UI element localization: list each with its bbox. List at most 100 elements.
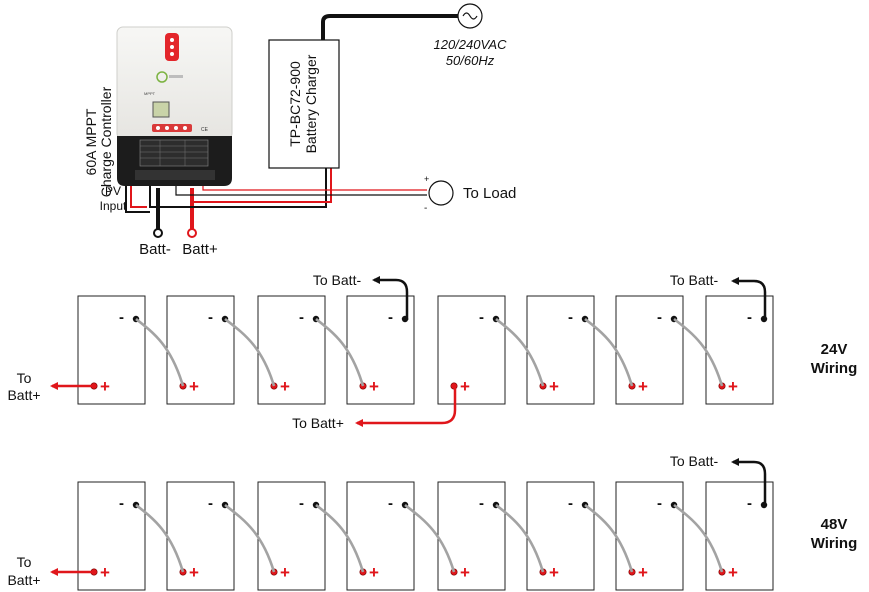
bank-24v-title-line1: 24V [821,341,848,358]
battery-negative-sign: - [208,495,213,512]
battery-case [437,295,506,405]
bank-24v-jumper-cable [673,317,724,387]
battery-case [615,295,684,405]
battery-negative-sign: - [208,309,213,326]
bank-24v-jumpers [135,317,724,387]
battery-negative-sign: - [479,495,484,512]
battery-positive-sign: + [369,563,379,582]
bank-24v-neg-lead-right [731,277,767,319]
load-plus-sign: + [424,174,429,184]
indicator-led [170,38,174,42]
bank-24v-jumper-cable [135,317,185,387]
bank-48v-to-batt-pos-left-line2: Batt+ [7,572,40,588]
battery-positive-sign: + [460,563,470,582]
battery-negative-sign: - [299,309,304,326]
bank-24v-to-batt-neg-left: To Batt- [313,272,362,288]
controller-lcd-screen [152,101,170,118]
ac-source: 120/240VAC 50/60Hz [433,3,507,68]
pv-input-label-line2: Input [100,199,127,213]
battery-negative-sign: - [568,495,573,512]
battery-case [166,295,235,405]
bank-24v-battery: -+ [437,295,506,405]
controller-label: 60A MPPT Charge Controller [83,86,114,197]
bank-24v-pos-lead-middle [355,386,457,427]
battery-positive-sign: + [549,377,559,396]
bank-48v-battery: -+ [166,481,235,591]
bank-24v: -+-+-+-+-+-+-+-+ To Batt- To Batt- To Ba… [7,272,857,431]
bank-24v-to-batt-pos-left-line1: To [17,370,32,386]
bank-48v-jumper-cable [495,503,545,573]
bank-24v-battery: -+ [346,295,415,405]
battery-case [437,481,506,591]
bank-24v-jumper-cable [224,317,276,387]
bank-24v-title-line2: Wiring [811,360,858,377]
battery-case [526,481,595,591]
battery-negative-sign: - [119,309,124,326]
controller-spec-label [139,139,209,167]
bank-24v-battery: -+ [77,295,146,405]
sine-wave-icon [462,12,478,20]
battery-case [257,295,326,405]
battery-positive-sign: + [100,563,110,582]
bank-24v-jumper-cable [495,317,545,387]
controller-button [156,126,160,130]
battery-case [705,481,774,591]
battery-case [346,295,415,405]
bank-48v-jumpers [135,503,724,573]
battery-negative-sign: - [479,309,484,326]
controller-button [183,126,187,130]
bank-24v-batteries: -+-+-+-+-+-+-+-+ [77,295,774,405]
controller-button [165,126,169,130]
load-label: To Load [463,185,516,202]
battery-negative-sign: - [747,309,752,326]
battery-case [705,295,774,405]
controller-label-line2: Charge Controller [98,86,114,197]
bank-24v-neg-lead-left [372,276,409,320]
bank-48v-battery: -+ [705,481,774,591]
charger-label-line1: TP-BC72-900 [287,61,303,147]
ac-cord [321,14,458,40]
indicator-led [170,45,174,49]
bank-48v-to-batt-pos-left-line1: To [17,554,32,570]
charger-label-line2: Battery Charger [303,54,319,153]
controller-label-line1: 60A MPPT [83,108,99,175]
battery-negative-sign: - [388,309,393,326]
battery-charger: TP-BC72-900 Battery Charger [268,14,458,169]
load-minus-sign: - [424,203,427,214]
batt-neg-label: Batt- [139,241,171,258]
bank-24v-to-batt-pos-middle: To Batt+ [292,415,344,431]
bank-24v-battery: -+ [257,295,326,405]
bank-48v-jumper-cable [404,503,456,573]
bank-48v-jumper-cable [135,503,185,573]
pv-input-label-line1: PV [105,184,121,198]
charge-controller: MPPT CE [116,26,233,186]
controller-button-panel [152,124,192,132]
battery-positive-sign: + [369,377,379,396]
bank-48v-jumper-cable [584,503,634,573]
bank-48v-battery: -+ [526,481,595,591]
battery-negative-sign: - [299,495,304,512]
bank-48v: -+-+-+-+-+-+-+-+ To Batt- To Batt+ 48V W… [7,453,858,591]
battery-negative-sign: - [119,495,124,512]
battery-negative-sign: - [657,309,662,326]
bank-48v-battery: -+ [346,481,415,591]
battery-case [346,481,415,591]
battery-positive-sign: + [189,377,199,396]
bank-48v-batteries: -+-+-+-+-+-+-+-+ [77,481,774,591]
bank-24v-battery: -+ [615,295,684,405]
battery-positive-sign: + [280,377,290,396]
battery-negative-sign: - [388,495,393,512]
battery-negative-sign: - [747,495,752,512]
bank-48v-battery: -+ [77,481,146,591]
bank-24v-jumper-cable [584,317,634,387]
bank-24v-battery: -+ [705,295,774,405]
bank-48v-title-line2: Wiring [811,535,858,552]
battery-positive-sign: + [728,377,738,396]
battery-case [257,481,326,591]
battery-positive-sign: + [189,563,199,582]
bank-24v-battery: -+ [526,295,595,405]
bank-48v-jumper-cable [224,503,276,573]
controller-terminal-strip [135,170,215,180]
bank-48v-neg-lead [731,458,767,505]
